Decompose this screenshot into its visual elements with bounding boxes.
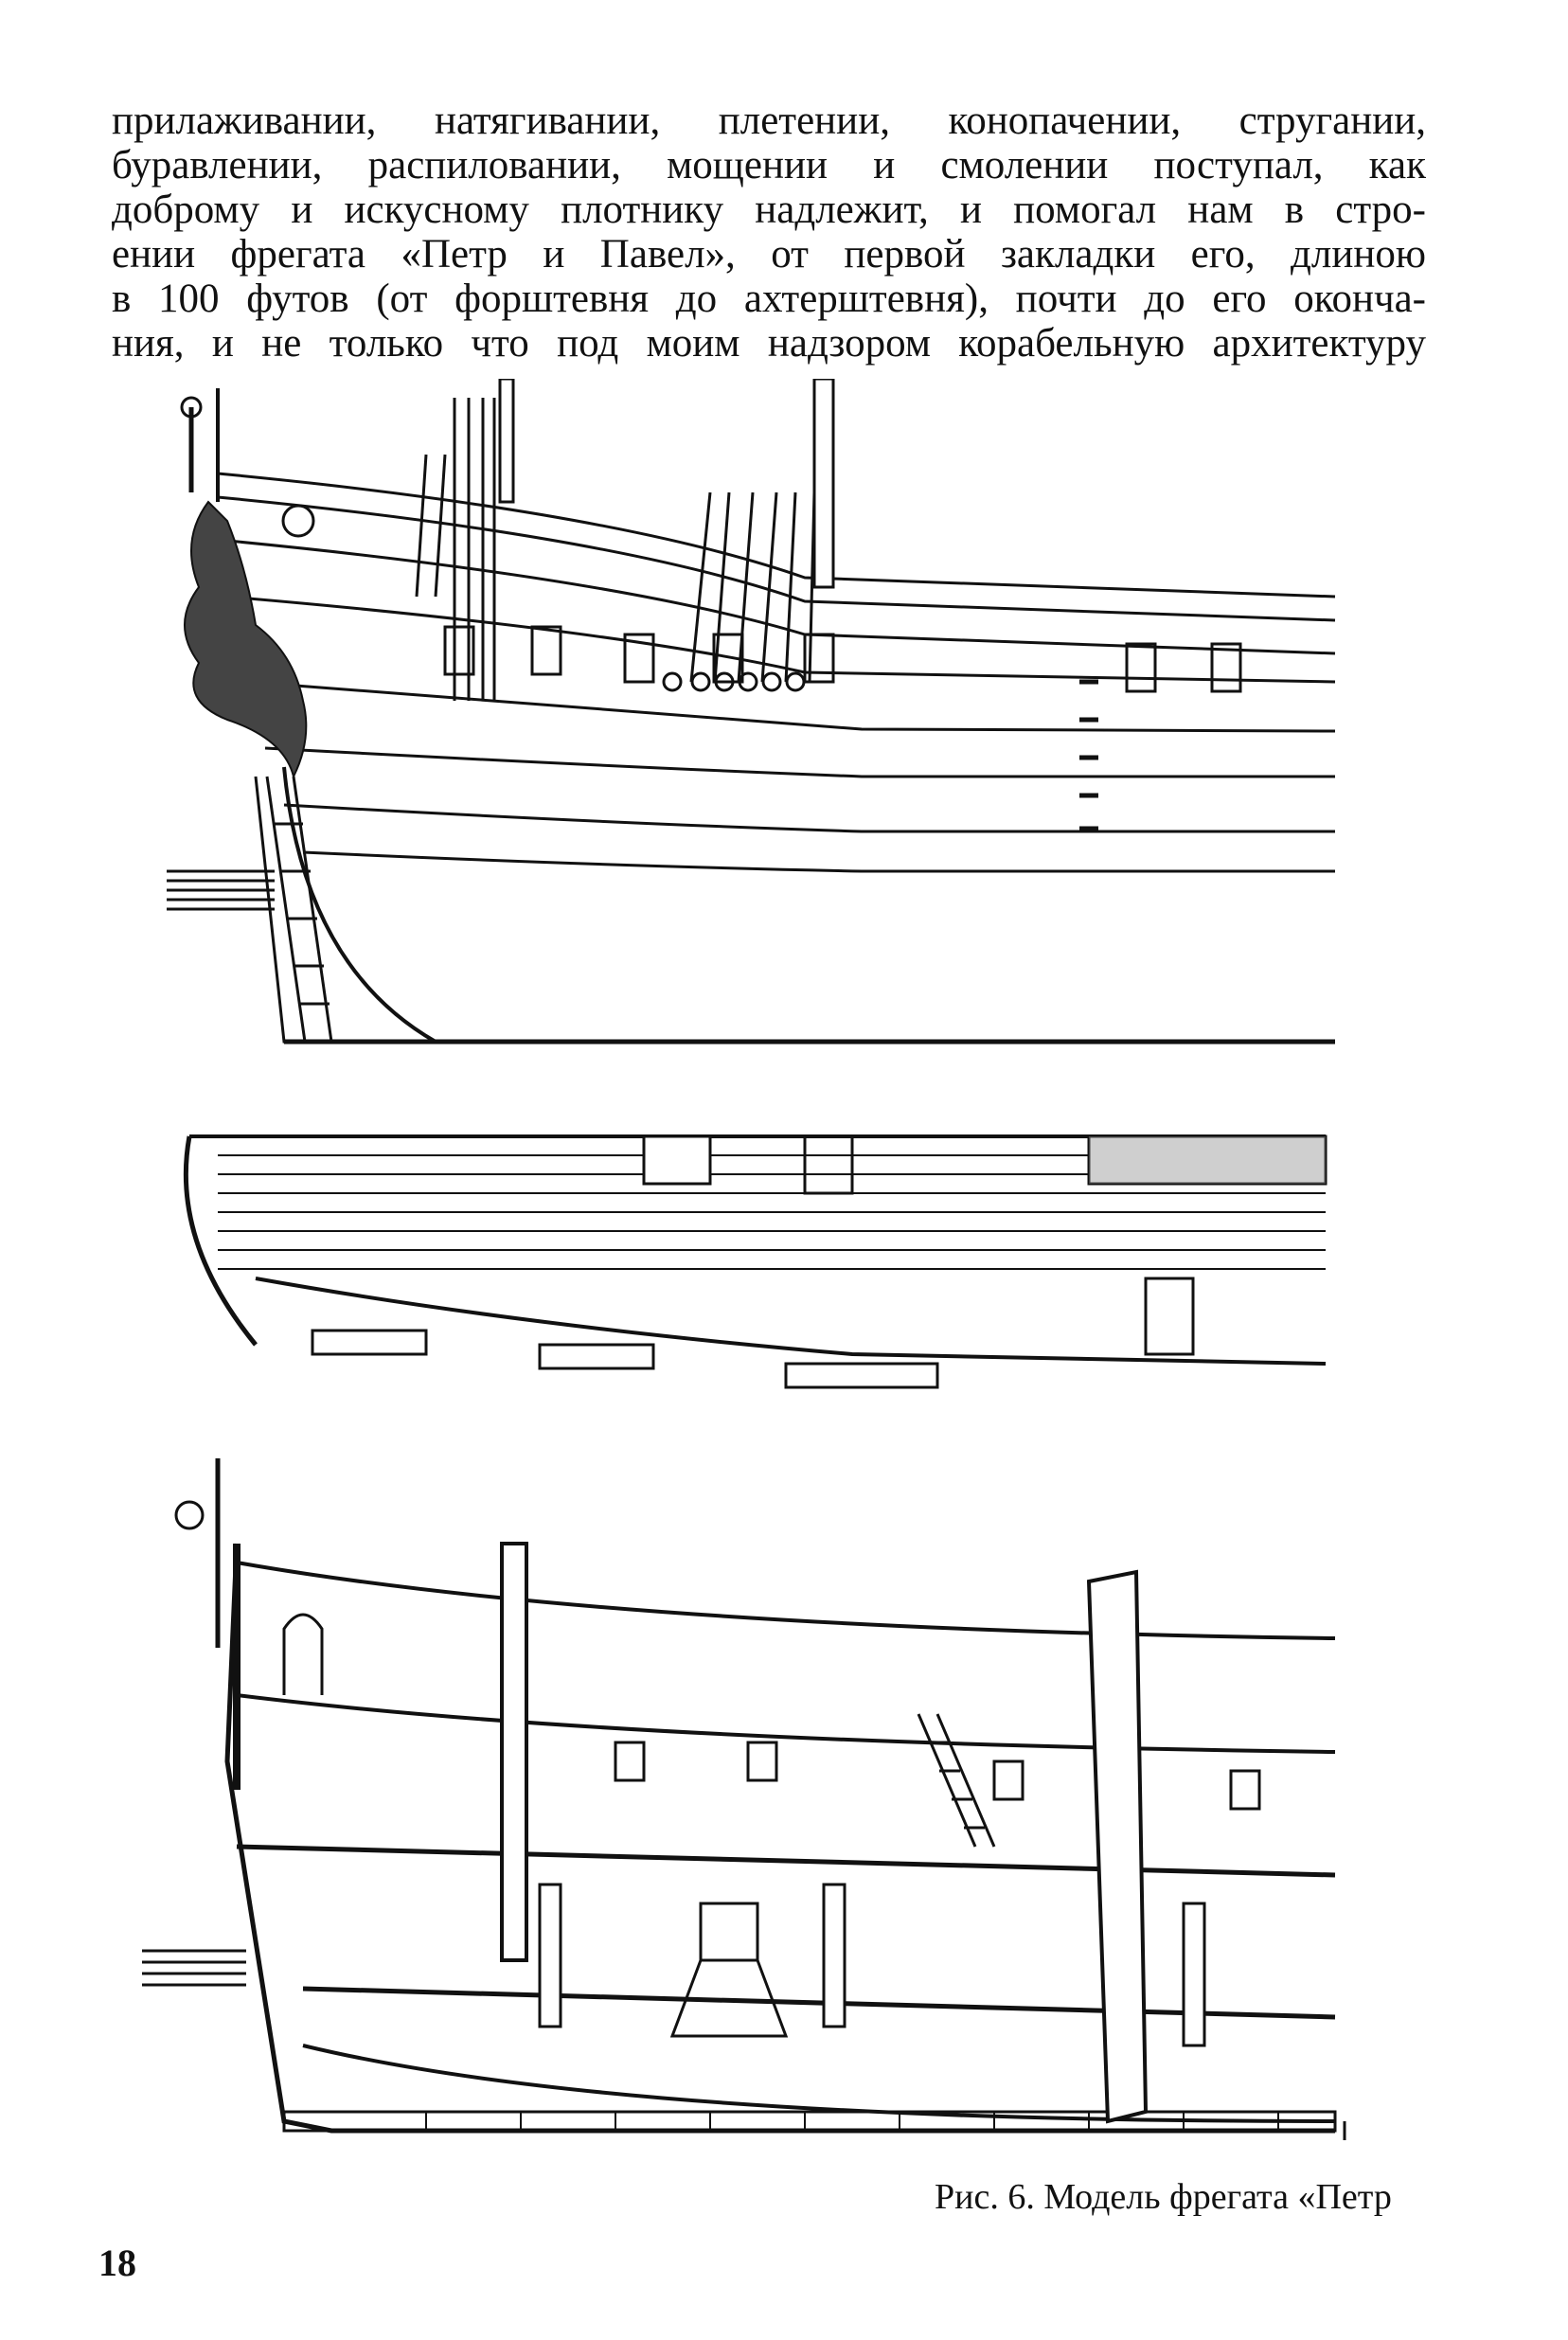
text-line: ении фрегата «Петр и Павел», от первой з…	[112, 232, 1426, 277]
figure-caption: Рис. 6. Модель фрегата «Петр	[935, 2177, 1392, 2217]
page-number: 18	[98, 2242, 136, 2284]
body-paragraph: прилаживании, натягивании, плетении, кон…	[112, 98, 1426, 366]
text-line: прилаживании, натягивании, плетении, кон…	[112, 98, 1426, 143]
ship-side-view-drawing	[142, 379, 1354, 1061]
text-line: буравлении, распиловании, мощении и смол…	[112, 143, 1426, 188]
text-line: доброму и искусному плотнику надлежит, и…	[112, 188, 1426, 232]
text-line: ния, и не только что под моим надзором к…	[112, 321, 1426, 366]
ship-deck-plan-drawing	[142, 1127, 1354, 1430]
text-line: в 100 футов (от форштевня до ахтерштевня…	[112, 277, 1426, 321]
ship-longitudinal-section-drawing	[142, 1458, 1354, 2140]
